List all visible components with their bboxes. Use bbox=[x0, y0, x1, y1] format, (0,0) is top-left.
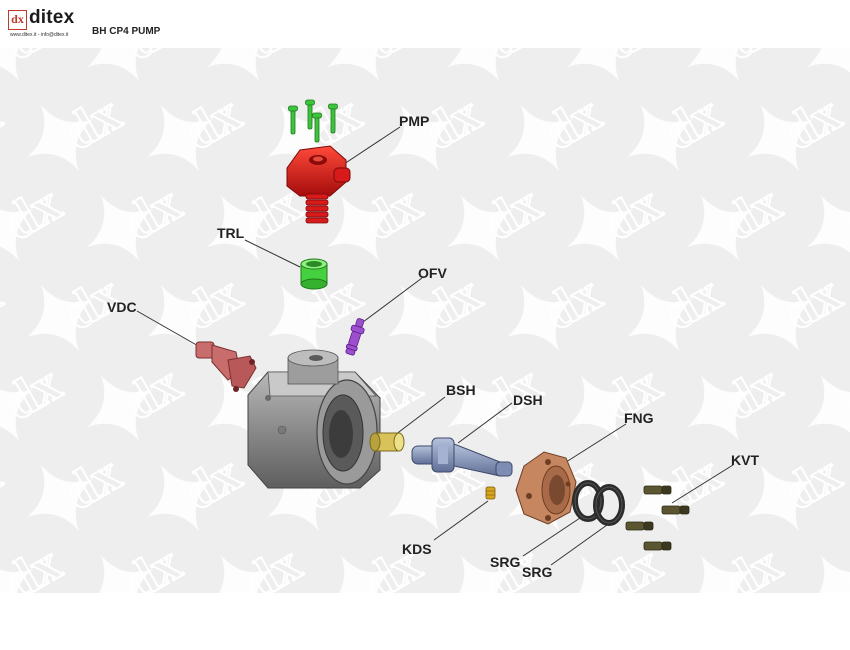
label-fng: FNG bbox=[624, 410, 654, 426]
logo-mark: dx bbox=[8, 10, 27, 30]
leader-kvt bbox=[671, 464, 734, 504]
pump-screws bbox=[288, 99, 338, 143]
page-title: BH CP4 PUMP bbox=[92, 26, 161, 37]
pump-housing bbox=[247, 349, 381, 489]
label-vdc: VDC bbox=[107, 299, 137, 315]
label-kvt: KVT bbox=[731, 452, 759, 468]
exploded-view bbox=[136, 99, 734, 566]
leader-bsh bbox=[394, 396, 446, 436]
label-bsh: BSH bbox=[446, 382, 476, 398]
leader-fng bbox=[562, 423, 627, 465]
leader-srg1 bbox=[522, 515, 584, 557]
label-srg-2: SRG bbox=[522, 564, 553, 580]
brand-name: ditex bbox=[29, 7, 75, 28]
header: dx ditex www.ditex.it - info@ditex.it BH… bbox=[8, 7, 308, 50]
bushing bbox=[369, 432, 405, 452]
drive-shaft bbox=[411, 437, 513, 477]
flange bbox=[515, 451, 577, 525]
leader-vdc bbox=[136, 310, 201, 348]
label-trl: TRL bbox=[217, 225, 245, 241]
leader-kds bbox=[433, 500, 489, 541]
label-srg-1: SRG bbox=[490, 554, 521, 570]
label-ofv: OFV bbox=[418, 265, 447, 281]
label-dsh: DSH bbox=[513, 392, 543, 408]
flange-screws bbox=[625, 485, 690, 551]
key bbox=[485, 486, 496, 500]
label-pmp: PMP bbox=[399, 113, 430, 129]
leader-dsh bbox=[457, 402, 513, 444]
seal-ring-1 bbox=[572, 480, 604, 522]
volume-control-valve bbox=[195, 341, 257, 392]
leader-trl bbox=[244, 239, 301, 268]
leader-srg2 bbox=[550, 519, 615, 566]
pump-head bbox=[286, 145, 351, 224]
leader-ofv bbox=[362, 277, 423, 323]
tappet-roller bbox=[300, 258, 328, 290]
seal-ring-2 bbox=[593, 484, 625, 526]
leader-pmp bbox=[337, 126, 401, 169]
overflow-valve bbox=[345, 318, 365, 356]
brand-contact: www.ditex.it - info@ditex.it bbox=[10, 32, 69, 38]
label-kds: KDS bbox=[402, 541, 432, 557]
